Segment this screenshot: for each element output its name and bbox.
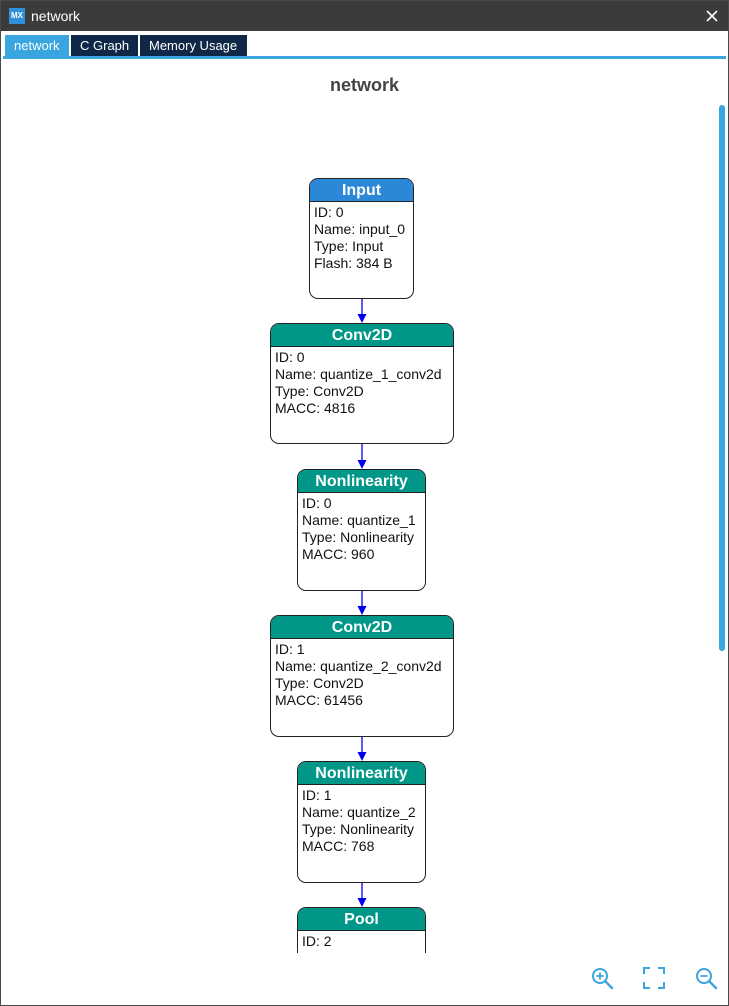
- node-detail-line: Type: Conv2D: [275, 383, 364, 399]
- tab-memory-usage[interactable]: Memory Usage: [140, 35, 247, 57]
- edge-arrowhead: [357, 606, 367, 615]
- node-detail-line: Type: Conv2D: [275, 675, 364, 691]
- node-detail-line: ID: 1: [302, 787, 332, 803]
- node-detail-line: ID: 1: [275, 641, 305, 657]
- edge-arrowhead: [357, 314, 367, 323]
- node-header: Conv2D: [271, 616, 453, 639]
- vertical-scrollbar[interactable]: [719, 105, 725, 1005]
- edge-arrowhead: [357, 460, 367, 469]
- node-detail-line: MACC: 61456: [275, 692, 363, 708]
- graph-title: network: [329, 75, 399, 95]
- node-details: ID: 2: [298, 931, 425, 950]
- node-detail-line: Name: quantize_2: [302, 804, 416, 820]
- tab-c-graph[interactable]: C Graph: [71, 35, 138, 57]
- edge-arrowhead: [357, 752, 367, 761]
- node-detail-line: ID: 0: [275, 349, 305, 365]
- edge-arrowhead: [357, 898, 367, 907]
- node-detail-line: Name: quantize_2_conv2d: [275, 658, 442, 674]
- fit-screen-icon[interactable]: [642, 966, 666, 990]
- scrollbar-thumb[interactable]: [719, 105, 725, 651]
- node-header: Nonlinearity: [298, 762, 425, 785]
- node-detail-line: Flash: 384 B: [314, 255, 393, 271]
- node-detail-line: Name: input_0: [314, 221, 406, 237]
- zoom-out-icon[interactable]: [694, 966, 718, 990]
- node-detail-line: Name: quantize_1: [302, 512, 416, 528]
- app-logo-icon: MX: [9, 8, 25, 24]
- node-detail-line: MACC: 960: [302, 546, 375, 562]
- node-detail-line: MACC: 4816: [275, 400, 356, 416]
- title-bar: MX network: [1, 1, 728, 31]
- node-detail-line: Type: Input: [314, 238, 384, 254]
- node-header: Nonlinearity: [298, 470, 425, 493]
- node-detail-line: Name: quantize_1_conv2d: [275, 366, 442, 382]
- node-detail-line: ID: 0: [302, 495, 332, 511]
- node-detail-line: Type: Nonlinearity: [302, 821, 415, 837]
- node-header: Pool: [298, 908, 425, 931]
- window-title: network: [31, 8, 81, 24]
- node-header: Conv2D: [271, 324, 453, 347]
- zoom-in-icon[interactable]: [590, 966, 614, 990]
- node-detail-line: ID: 2: [302, 933, 332, 949]
- node-header: Input: [310, 179, 413, 202]
- close-icon[interactable]: [702, 6, 722, 26]
- node-detail-line: Type: Nonlinearity: [302, 529, 415, 545]
- node-detail-line: MACC: 768: [302, 838, 375, 854]
- node-detail-line: ID: 0: [314, 204, 344, 220]
- tab-network[interactable]: network: [5, 35, 69, 57]
- tab-bar: network C Graph Memory Usage: [1, 31, 728, 59]
- tab-underline: [3, 56, 726, 59]
